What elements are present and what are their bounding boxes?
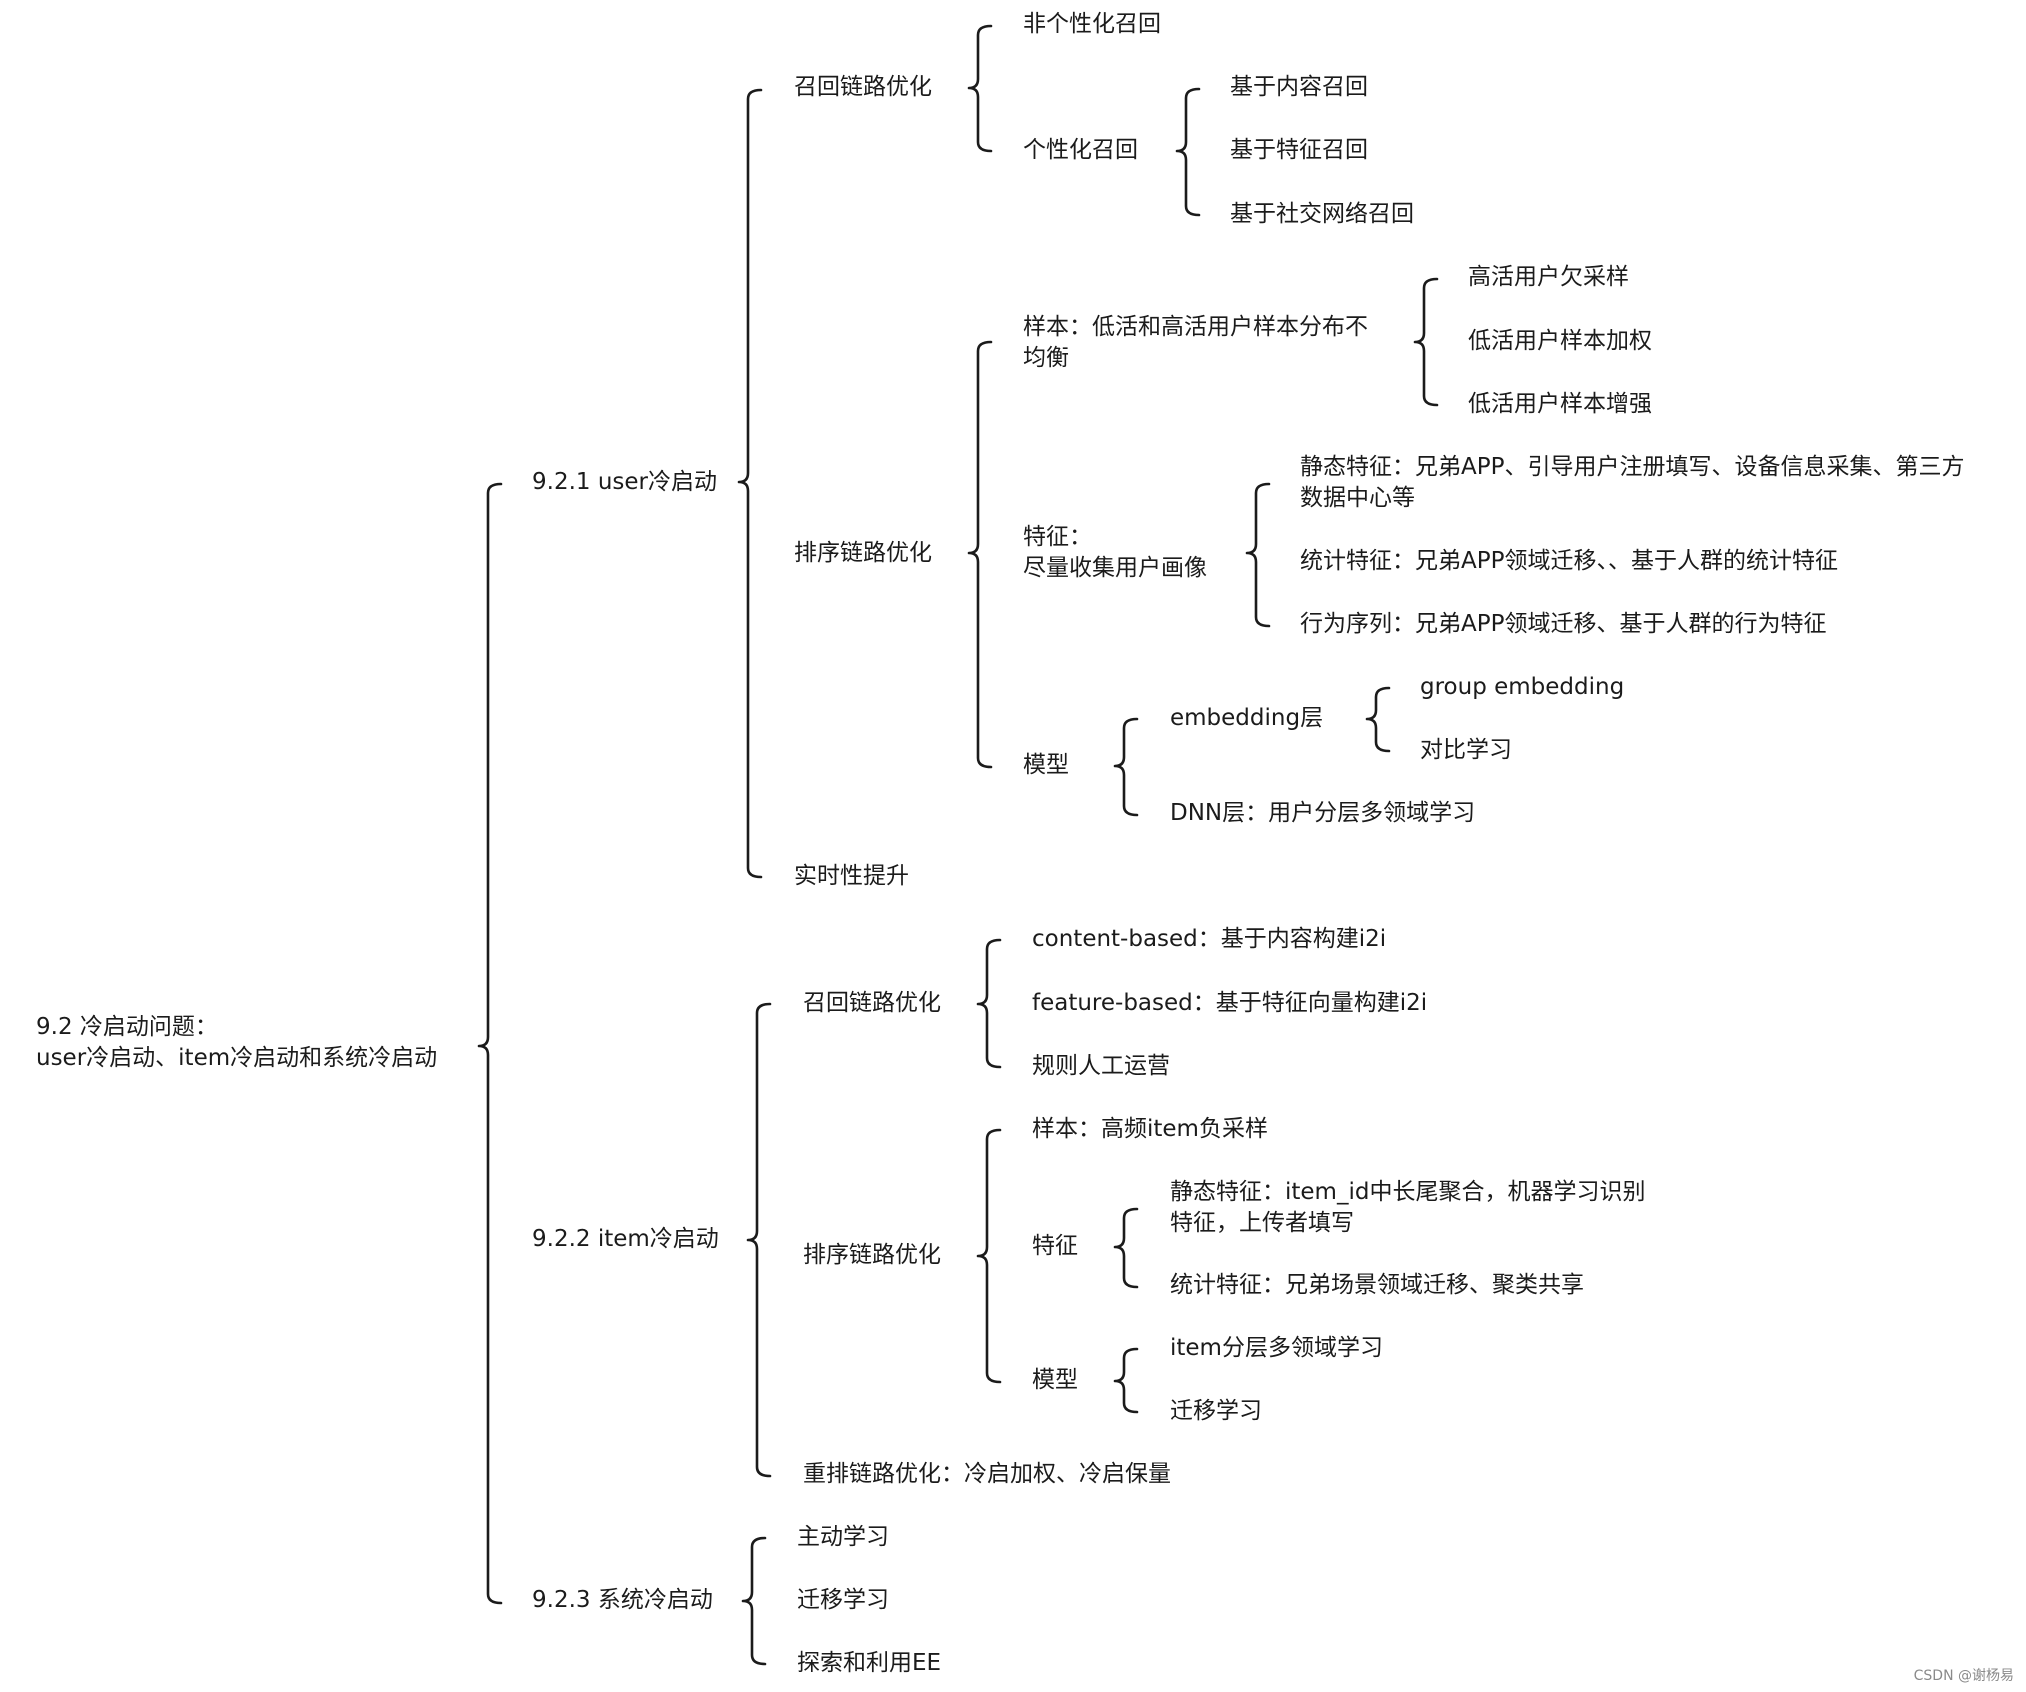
user-embedding-item: group embedding: [1420, 674, 1625, 700]
item-recall-item: 规则人工运营: [1032, 1053, 1170, 1079]
system-cold-start-node: 9.2.3 系统冷启动: [532, 1587, 713, 1613]
system-item: 探索和利用EE: [797, 1650, 942, 1676]
item-rank-sample: 样本：高频item负采样: [1032, 1116, 1268, 1142]
user-rank-brace: [967, 340, 993, 769]
system-item: 迁移学习: [797, 1587, 889, 1613]
system-brace: [741, 1536, 767, 1666]
user-sample-brace: [1413, 277, 1439, 407]
user-embedding-brace: [1365, 686, 1391, 753]
item-recall-item: feature-based：基于特征向量构建i2i: [1032, 990, 1428, 1016]
user-rank-model-node: 模型: [1023, 752, 1069, 778]
item-recall-node: 召回链路优化: [803, 990, 941, 1016]
user-feature-item: 统计特征：兄弟APP领域迁移、、基于人群的统计特征: [1300, 548, 1838, 574]
user-sample-item: 低活用户样本增强: [1468, 391, 1652, 417]
user-feature-item: 静态特征：兄弟APP、引导用户注册填写、设备信息采集、第三方数据中心等: [1300, 454, 1965, 511]
watermark: CSDN @谢杨易: [1913, 1668, 2014, 1684]
user-feature-item: 行为序列：兄弟APP领域迁移、基于人群的行为特征: [1300, 611, 1827, 637]
item-rank-brace: [976, 1128, 1002, 1384]
item-rerank-node: 重排链路优化：冷启加权、冷启保量: [803, 1461, 1171, 1487]
item-recall-brace: [976, 938, 1002, 1069]
user-rank-feature-node: 特征： 尽量收集用户画像: [1023, 522, 1207, 584]
user-feature-brace: [1245, 482, 1271, 628]
root-node: 9.2 冷启动问题： user冷启动、item冷启动和系统冷启动: [36, 1012, 437, 1074]
user-personal-brace: [1175, 87, 1201, 217]
user-personal-recall-item: 基于特征召回: [1230, 137, 1368, 163]
user-realtime-node: 实时性提升: [794, 863, 909, 889]
item-model-item: item分层多领域学习: [1170, 1335, 1383, 1361]
user-feature-subtitle: 尽量收集用户画像: [1023, 555, 1207, 581]
item-rank-node: 排序链路优化: [803, 1242, 941, 1268]
user-embedding-layer-node: embedding层: [1170, 705, 1324, 731]
user-cold-start-node: 9.2.1 user冷启动: [532, 469, 717, 495]
user-rank-node: 排序链路优化: [794, 540, 932, 566]
item-feature-item: 统计特征：兄弟场景领域迁移、聚类共享: [1170, 1272, 1584, 1298]
item-brace: [746, 1002, 772, 1478]
item-recall-item: content-based：基于内容构建i2i: [1032, 926, 1387, 952]
root-brace: [477, 482, 503, 1605]
system-item: 主动学习: [797, 1524, 889, 1550]
item-feature-brace: [1113, 1207, 1139, 1289]
root-title: 9.2 冷启动问题：: [36, 1014, 218, 1040]
item-rank-feature-node: 特征: [1032, 1233, 1078, 1259]
user-recall-node: 召回链路优化: [794, 74, 932, 100]
user-dnn-layer-node: DNN层：用户分层多领域学习: [1170, 800, 1476, 826]
user-personal-recall-item: 基于社交网络召回: [1230, 201, 1414, 227]
user-feature-title: 特征：: [1023, 524, 1092, 550]
user-recall-brace: [967, 24, 993, 153]
user-non-personal-recall: 非个性化召回: [1023, 11, 1161, 37]
item-cold-start-node: 9.2.2 item冷启动: [532, 1226, 719, 1252]
user-model-brace: [1113, 717, 1139, 817]
item-model-item: 迁移学习: [1170, 1398, 1262, 1424]
item-feature-item: 静态特征：item_id中长尾聚合，机器学习识别特征，上传者填写: [1170, 1179, 1646, 1236]
user-sample-item: 低活用户样本加权: [1468, 328, 1652, 354]
user-brace: [737, 88, 763, 879]
user-rank-sample-node: 样本：低活和高活用户样本分布不均衡: [1023, 314, 1368, 371]
user-embedding-item: 对比学习: [1420, 737, 1512, 763]
item-model-brace: [1113, 1347, 1139, 1414]
root-subtitle: user冷启动、item冷启动和系统冷启动: [36, 1045, 438, 1071]
user-sample-item: 高活用户欠采样: [1468, 264, 1629, 290]
item-rank-model-node: 模型: [1032, 1367, 1078, 1393]
user-personal-recall-item: 基于内容召回: [1230, 74, 1368, 100]
user-personal-recall: 个性化召回: [1023, 137, 1138, 163]
